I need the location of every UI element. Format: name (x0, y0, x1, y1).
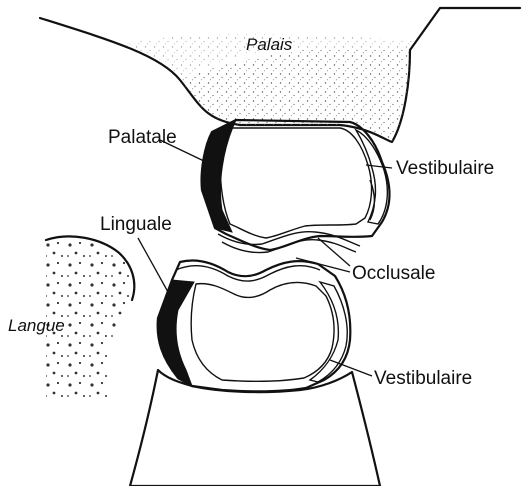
leader-occlusale-b (296, 258, 350, 272)
palate-gum (40, 8, 520, 142)
label-vestibulaire-bottom: Vestibulaire (374, 368, 472, 389)
label-palais: Palais (246, 35, 293, 54)
label-langue: Langue (8, 316, 65, 335)
leader-linguale (138, 238, 168, 292)
label-vestibulaire-top: Vestibulaire (396, 158, 494, 179)
upper-tooth (202, 120, 390, 253)
label-linguale: Linguale (100, 214, 172, 235)
label-palatale: Palatale (108, 127, 177, 148)
lower-tooth (158, 260, 351, 391)
label-occlusale: Occlusale (352, 263, 435, 284)
lower-gum (130, 370, 380, 486)
leader-occlusale-a (318, 238, 350, 266)
